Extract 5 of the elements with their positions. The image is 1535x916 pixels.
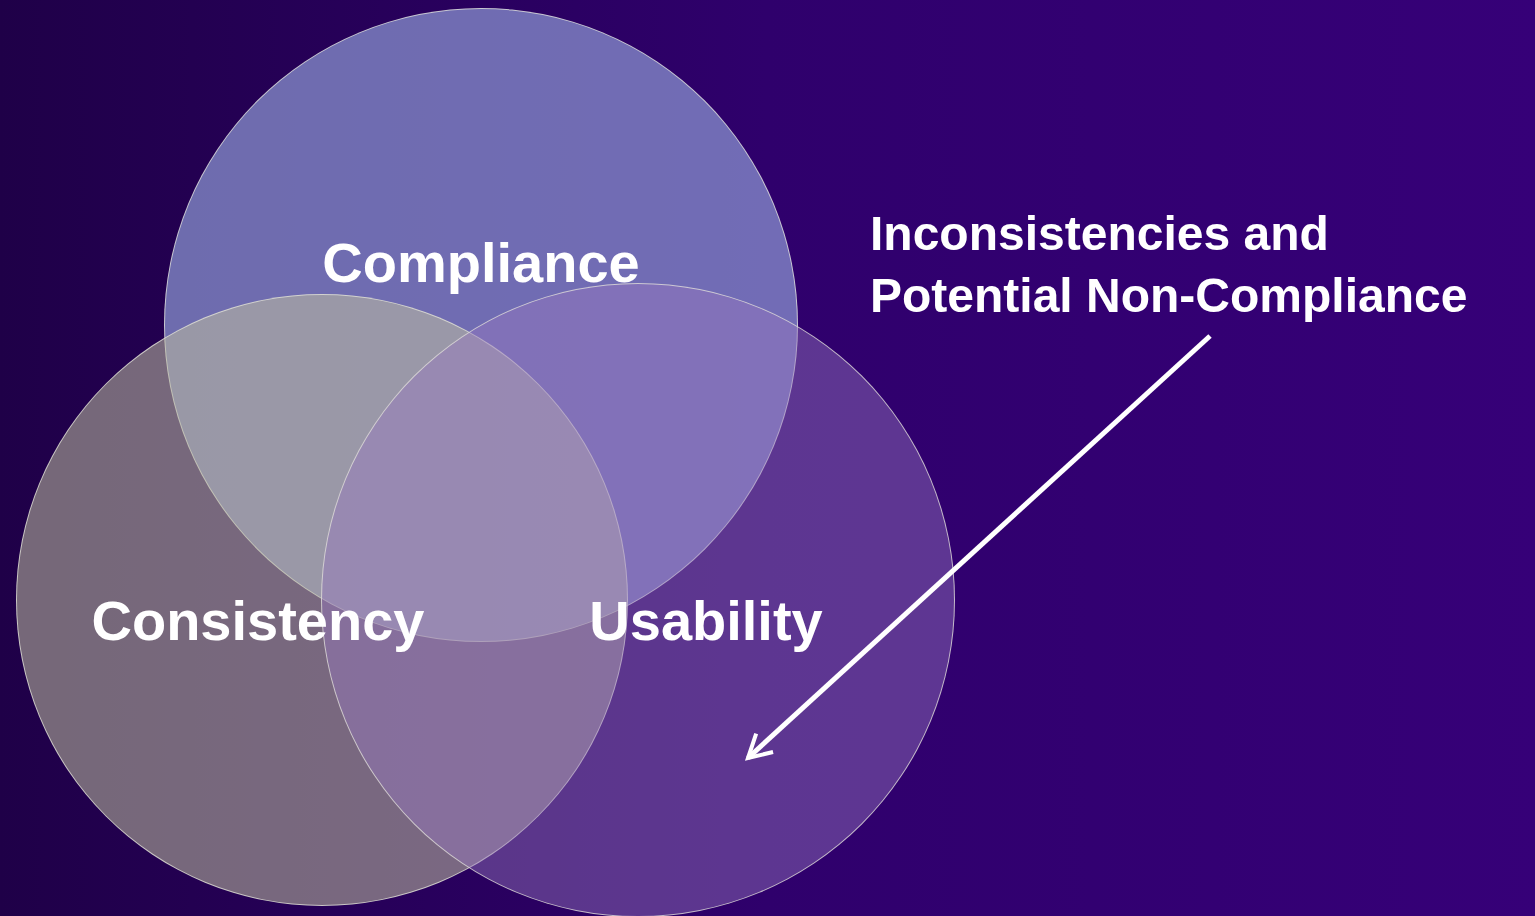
circle-label: Consistency [91,587,425,653]
leader-arrow [746,334,1212,760]
circle-label: Compliance [322,229,640,295]
callout-text: Inconsistencies and Potential Non-Compliance [870,203,1535,327]
circle-label: Usability [589,587,823,653]
